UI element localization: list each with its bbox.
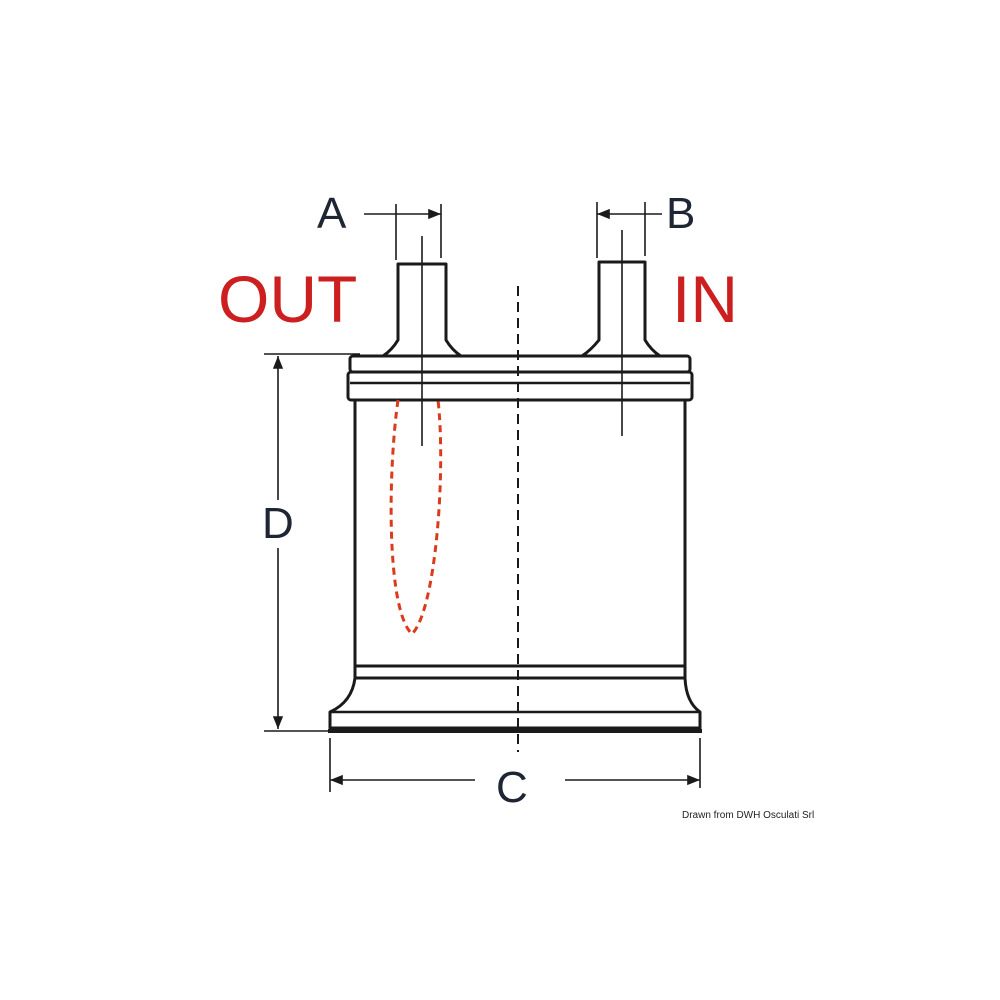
- out-port-label: OUT: [218, 262, 357, 336]
- in-port-label: IN: [672, 262, 738, 336]
- bottom-base: [328, 664, 702, 733]
- dimension-d-label: D: [262, 499, 294, 548]
- dimension-d: [264, 353, 360, 732]
- dimension-b: [596, 202, 662, 258]
- dimension-a-label: A: [317, 189, 347, 238]
- cylinder-body: [353, 398, 687, 672]
- dimension-a: [364, 204, 442, 260]
- dimension-c-label: C: [496, 763, 528, 812]
- inlet-pipe: [580, 260, 662, 358]
- top-flange: [346, 354, 694, 402]
- dimension-c: [329, 738, 701, 792]
- center-lines: [421, 230, 623, 752]
- dimension-b-label: B: [666, 189, 695, 238]
- drawing-credit: Drawn from DWH Osculati Srl: [682, 810, 814, 821]
